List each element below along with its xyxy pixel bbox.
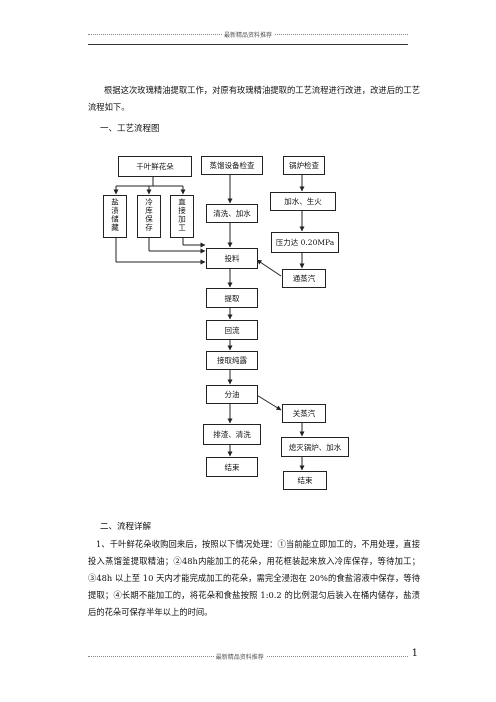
intro-paragraph: 根据这次玫瑰精油提取工作，对原有玫瑰精油提取的工艺流程进行改进，改进后的工艺流程… — [88, 85, 420, 112]
boiler-check-box: 锅炉检查 — [283, 156, 325, 175]
footer-text: 最新精品资料推荐 — [213, 652, 266, 661]
clean-add-water-box: 清洗、加水 — [206, 204, 258, 223]
header-text: 最新精品资料推荐 — [221, 30, 275, 39]
discharge-clean-box: 排渣、清洗 — [203, 424, 261, 445]
cold-storage-box: 冷库保存 — [137, 195, 161, 238]
equipment-check-box: 蒸馏设备检查 — [201, 156, 263, 175]
section2-heading: 二、流程详解 — [100, 522, 152, 532]
page-footer: 最新精品资料推荐 1 — [88, 648, 418, 664]
boiler-off-box: 熄灭锅炉、加水 — [281, 437, 349, 457]
add-water-fire-box: 加水、生火 — [270, 192, 336, 211]
end-right-box: 结束 — [283, 471, 327, 490]
collect-hydrosol-box: 接取纯露 — [206, 351, 258, 370]
steam-off-box: 关蒸汽 — [282, 404, 326, 423]
section1-heading: 一、工艺流程图 — [100, 124, 160, 134]
steam-in-box: 通蒸汽 — [282, 269, 326, 288]
fresh-flowers-box: 千叶鲜花朵 — [118, 156, 192, 177]
page-number: 1 — [411, 648, 418, 659]
salt-storage-box: 盐渍储藏 — [103, 195, 127, 238]
page-header: 最新精品资料推荐 — [88, 30, 408, 45]
detail-paragraph: 1、千叶鲜花朵收购回来后，按照以下情况处理：①当前能立即加工的，不用处理，直接投… — [88, 539, 420, 617]
reflux-box: 回流 — [206, 320, 258, 340]
direct-process-box: 直接加工 — [170, 195, 194, 238]
pressure-box: 压力达 0.20MPa — [271, 232, 339, 253]
feed-box: 投料 — [206, 248, 258, 269]
separate-oil-box: 分油 — [206, 385, 258, 404]
end-left-box: 结束 — [206, 457, 258, 477]
extract-box: 提取 — [206, 288, 258, 308]
